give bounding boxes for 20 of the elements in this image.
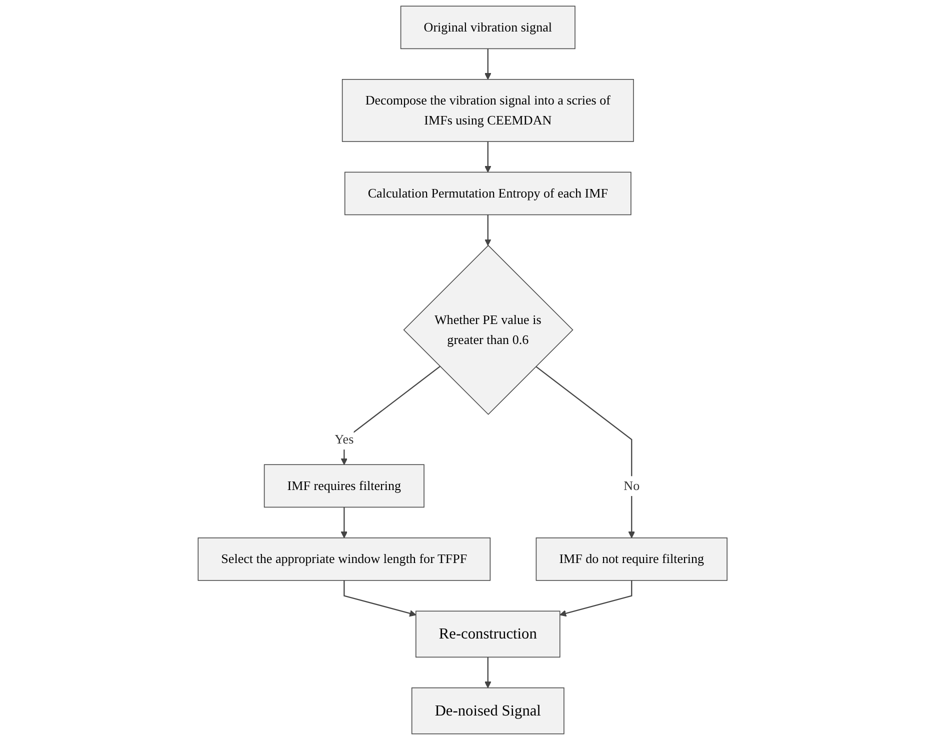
arrow <box>340 507 348 538</box>
node-box: Decompose the vibration signal into a scries of IMFs using CEEMDAN <box>342 79 634 142</box>
node-box: Original vibration signal <box>400 6 576 50</box>
node-box: IMF requires filtering <box>264 464 424 508</box>
arrow <box>343 580 416 617</box>
edge-label: No <box>624 478 640 494</box>
arrow <box>484 48 492 80</box>
node-box: Re-construction <box>415 610 560 658</box>
arrow <box>559 580 632 617</box>
node-box: Select the appropriate window length for TFPF <box>198 538 490 581</box>
node-box: IMF do not require filtering <box>536 538 728 581</box>
node-box: De-noised Signal <box>411 687 564 734</box>
arrow <box>484 214 492 246</box>
arrow <box>484 142 492 172</box>
arrow <box>535 366 635 538</box>
node-diamond: Whether PE value is greater than 0.6 <box>403 244 574 415</box>
edge-label: Yes <box>334 432 354 447</box>
node-box: Calculation Permutation Entropy of each IMF <box>344 172 632 216</box>
arrow <box>340 366 440 465</box>
arrow <box>484 657 492 688</box>
